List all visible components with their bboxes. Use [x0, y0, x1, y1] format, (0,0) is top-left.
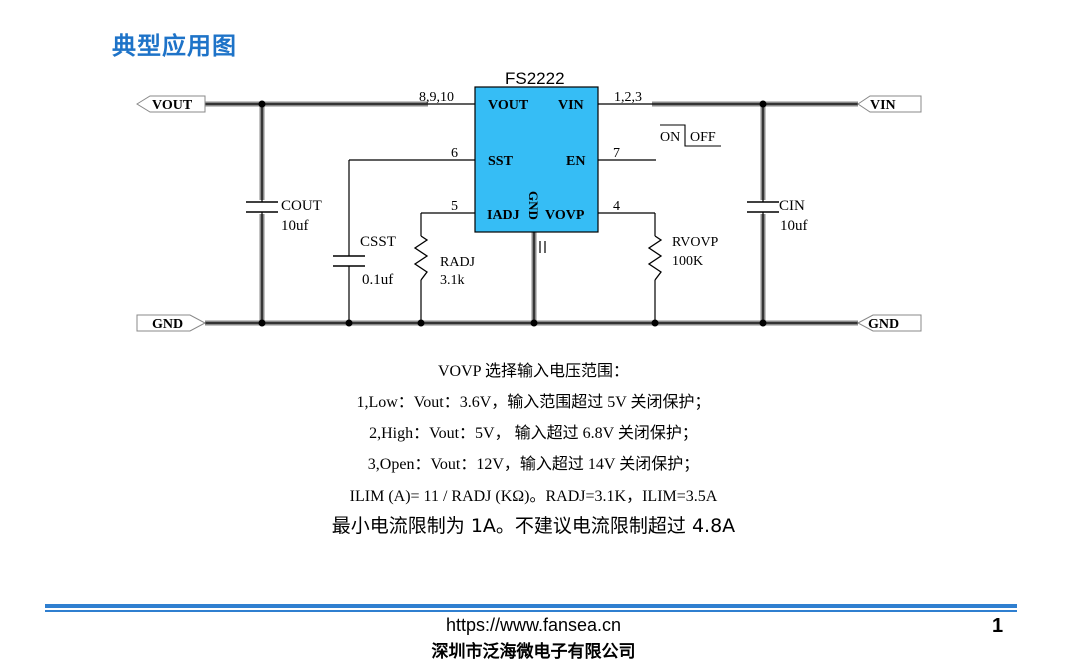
switch-off-label: OFF — [690, 130, 716, 145]
footer-divider-thin — [45, 610, 1017, 612]
note-open: 3,Open：Vout：12V，输入超过 14V 关闭保护； — [367, 456, 700, 473]
page-title: 典型应用图 — [112, 32, 237, 60]
vout-port-label: VOUT — [152, 98, 193, 113]
radj-value: 3.1k — [440, 273, 465, 288]
gnd-port-left — [136, 314, 207, 332]
pin-num-sst: 6 — [451, 146, 458, 161]
pin-iadj-label: IADJ — [487, 208, 520, 223]
note-vovp-header: VOVP 选择输入电压范围： — [438, 363, 629, 380]
footer-company: 深圳市泛海微电子有限公司 — [431, 642, 636, 662]
pin-num-iadj: 5 — [451, 199, 458, 214]
note-current-limit: 最小电流限制为 1A。不建议电流限制超过 4.8A — [331, 515, 736, 537]
pin-gnd-label: GND — [526, 191, 541, 220]
rvovp-resistor — [647, 235, 663, 281]
csst-name: CSST — [360, 234, 396, 250]
cout-name: COUT — [281, 198, 322, 214]
csst-value: 0.1uf — [362, 272, 393, 288]
note-low: 1,Low：Vout：3.6V，输入范围超过 5V 关闭保护； — [356, 394, 711, 411]
fs2222-chip — [474, 86, 599, 233]
rvovp-name: RVOVP — [672, 235, 719, 250]
pin-vin-label: VIN — [558, 98, 584, 113]
pin-vovp-label: VOVP — [545, 208, 585, 223]
rvovp-value: 100K — [672, 254, 703, 269]
chip-name: FS2222 — [505, 69, 565, 88]
page-number: 1 — [992, 615, 1004, 637]
footer-divider — [45, 604, 1017, 608]
gnd-port-right — [856, 314, 922, 332]
cout-value: 10uf — [281, 218, 309, 234]
footer-url[interactable]: https://www.fansea.cn — [445, 615, 622, 635]
schematic-diagram: FS2222 VOUT VIN SST EN IADJ VOVP GND 8,9… — [136, 69, 922, 332]
switch-symbol — [660, 124, 721, 147]
note-high: 2,High：Vout：5V， 输入超过 6.8V 关闭保护； — [369, 425, 698, 442]
cin-name: CIN — [779, 198, 805, 214]
vin-port-label: VIN — [870, 98, 896, 113]
note-ilim-formula: ILIM (A)= 11 / RADJ (KΩ)。RADJ=3.1K，ILIM=… — [349, 488, 718, 505]
cin-value: 10uf — [780, 218, 808, 234]
gnd-port-right-label: GND — [868, 317, 899, 332]
pin-num-en: 7 — [613, 146, 620, 161]
switch-on-label: ON — [660, 130, 680, 145]
gnd-port-left-label: GND — [152, 317, 183, 332]
radj-name: RADJ — [440, 255, 476, 270]
vin-port — [857, 95, 922, 113]
pin-sst-label: SST — [488, 154, 514, 169]
pin-num-vin: 1,2,3 — [614, 90, 642, 105]
pin-num-vout: 8,9,10 — [419, 90, 454, 105]
vout-port — [136, 95, 206, 113]
pin-en-label: EN — [566, 154, 585, 169]
pin-vout-label: VOUT — [488, 98, 529, 113]
radj-resistor — [413, 235, 429, 281]
pin-num-vovp: 4 — [613, 199, 620, 214]
